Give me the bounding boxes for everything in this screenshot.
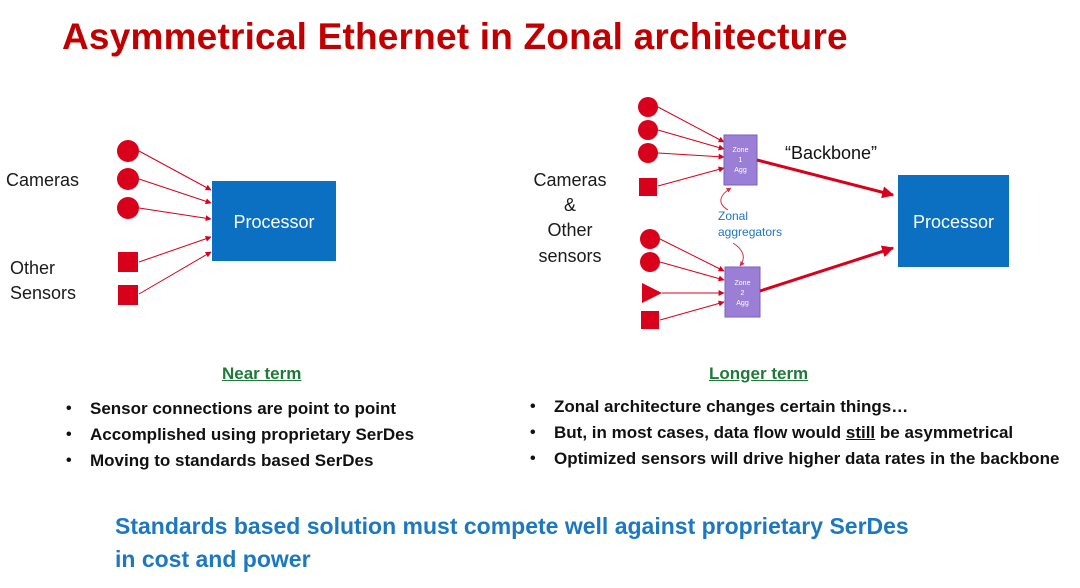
near-term-bullets: Sensor connections are point to point Ac… [62,396,502,474]
connection-line [657,129,725,151]
list-item: Sensor connections are point to point [62,396,502,421]
connection-line [659,261,725,282]
backbone-label: “Backbone” [785,143,877,163]
sensors-label: & [564,195,576,215]
list-item: Accomplished using proprietary SerDes [62,422,502,447]
processor-box [898,175,1009,267]
list-item: Optimized sensors will drive higher data… [526,446,1066,471]
zone1-label: 1 [739,157,743,164]
camera-icon [640,252,660,272]
near-term-heading: Near term [222,364,302,383]
connection-line [659,300,725,321]
connection-line [138,251,212,295]
cameras-label: Cameras [6,170,79,190]
sensors-label: Cameras [533,170,606,190]
bullet-text: be asymmetrical [875,423,1014,442]
backbone-link [756,158,895,199]
camera-icon [117,197,139,219]
backbone-link [759,245,895,293]
zone2-aggregator [724,266,761,318]
aggregators-label: Zonal [718,209,748,223]
processor-box [212,181,336,261]
connection-line [138,235,212,263]
connection-line [657,166,725,187]
zone1-label: Zone [733,147,749,154]
zone2-label: Zone [735,280,751,287]
connection-line [657,106,725,143]
camera-icon [638,97,658,117]
zone1-label: Agg [734,167,747,174]
connection-line [138,150,212,191]
list-item: But, in most cases, data flow would stil… [526,420,1066,445]
connection-line [138,207,212,222]
footer-line: in cost and power [115,546,311,572]
sensors-label: Other [547,220,592,240]
sensor-icon [118,285,138,305]
other-sensors-label: Other [10,258,55,278]
connection-line [138,178,212,205]
pointer-arrow [720,187,732,211]
camera-icon [117,140,139,162]
other-sensors-label: Sensors [10,283,76,303]
pointer-arrow [732,242,745,267]
sensor-icon [641,311,659,329]
list-item: Moving to standards based SerDes [62,448,502,473]
sensor-triangle-icon [642,283,662,303]
processor-label: Processor [233,212,314,232]
slide-title: Asymmetrical Ethernet in Zonal architect… [62,16,848,57]
bullet-text: But, in most cases, data flow would [554,423,846,442]
sensors-label: sensors [538,246,601,266]
connection-line [657,152,725,160]
connection-line [659,238,725,272]
processor-label: Processor [913,212,994,232]
longer-term-diagram: Zone 1 Agg Zone 2 Agg Zonal aggregators … [533,97,1009,329]
footer-line: Standards based solution must compete we… [115,513,909,539]
aggregators-label: aggregators [718,225,782,239]
zone2-label: 2 [741,290,745,297]
camera-icon [638,120,658,140]
list-item: Zonal architecture changes certain thing… [526,394,1066,419]
camera-icon [117,168,139,190]
sensor-icon [639,178,657,196]
sensor-icon [118,252,138,272]
emphasis-text: still [845,423,876,442]
camera-icon [638,143,658,163]
longer-term-heading: Longer term [709,364,809,383]
zone2-label: Agg [736,300,749,307]
near-term-diagram: Processor Cameras Other Sensors [6,140,336,305]
longer-term-bullets: Zonal architecture changes certain thing… [526,394,1066,472]
camera-icon [640,229,660,249]
footer-statement: Standards based solution must compete we… [115,510,1015,576]
